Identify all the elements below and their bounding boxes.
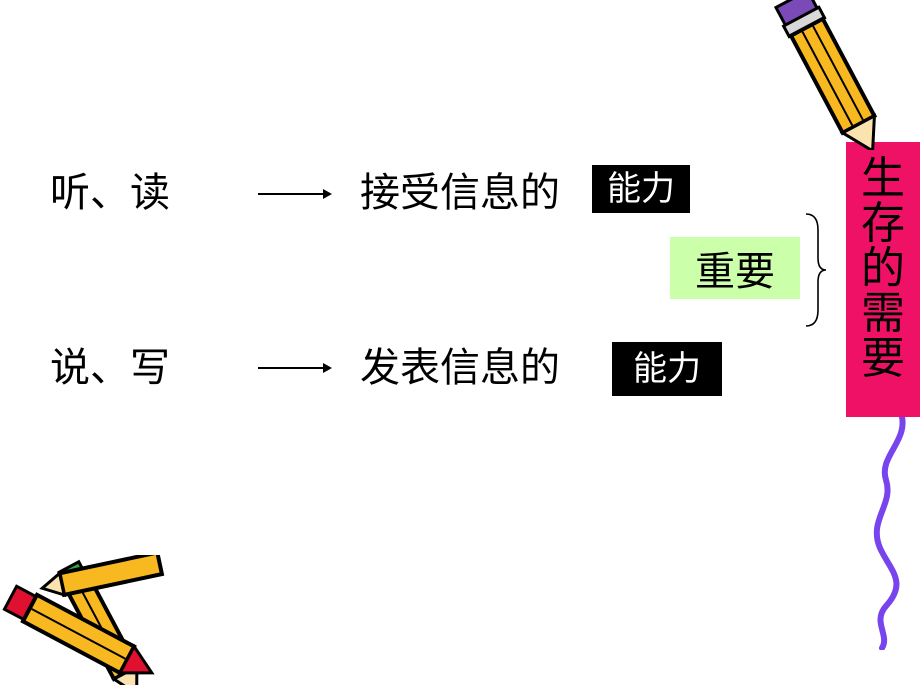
survival-char-2: 存 <box>861 198 905 249</box>
survival-need-label: 生 存 的 需 要 <box>846 142 920 417</box>
row1-right-label: 接受信息的 <box>360 170 560 216</box>
survival-char-5: 要 <box>861 333 905 384</box>
crossed-pencils-icon <box>2 555 165 685</box>
right-brace-icon <box>805 213 827 327</box>
row2-ability-badge: 能力 <box>612 342 722 396</box>
row1-ability-badge: 能力 <box>592 165 690 213</box>
row2-left-label: 说、写 <box>50 345 170 391</box>
survival-char-3: 的 <box>861 243 905 294</box>
row1-arrow <box>258 189 332 199</box>
row2-right-label: 发表信息的 <box>360 345 560 391</box>
row1-left-label: 听、读 <box>50 170 170 216</box>
important-label: 重要 <box>670 237 800 299</box>
squiggle-line-icon <box>873 410 906 650</box>
pencil-icon <box>773 0 878 150</box>
row2-arrow <box>258 363 332 373</box>
survival-char-4: 需 <box>861 288 905 339</box>
survival-char-1: 生 <box>861 153 905 204</box>
